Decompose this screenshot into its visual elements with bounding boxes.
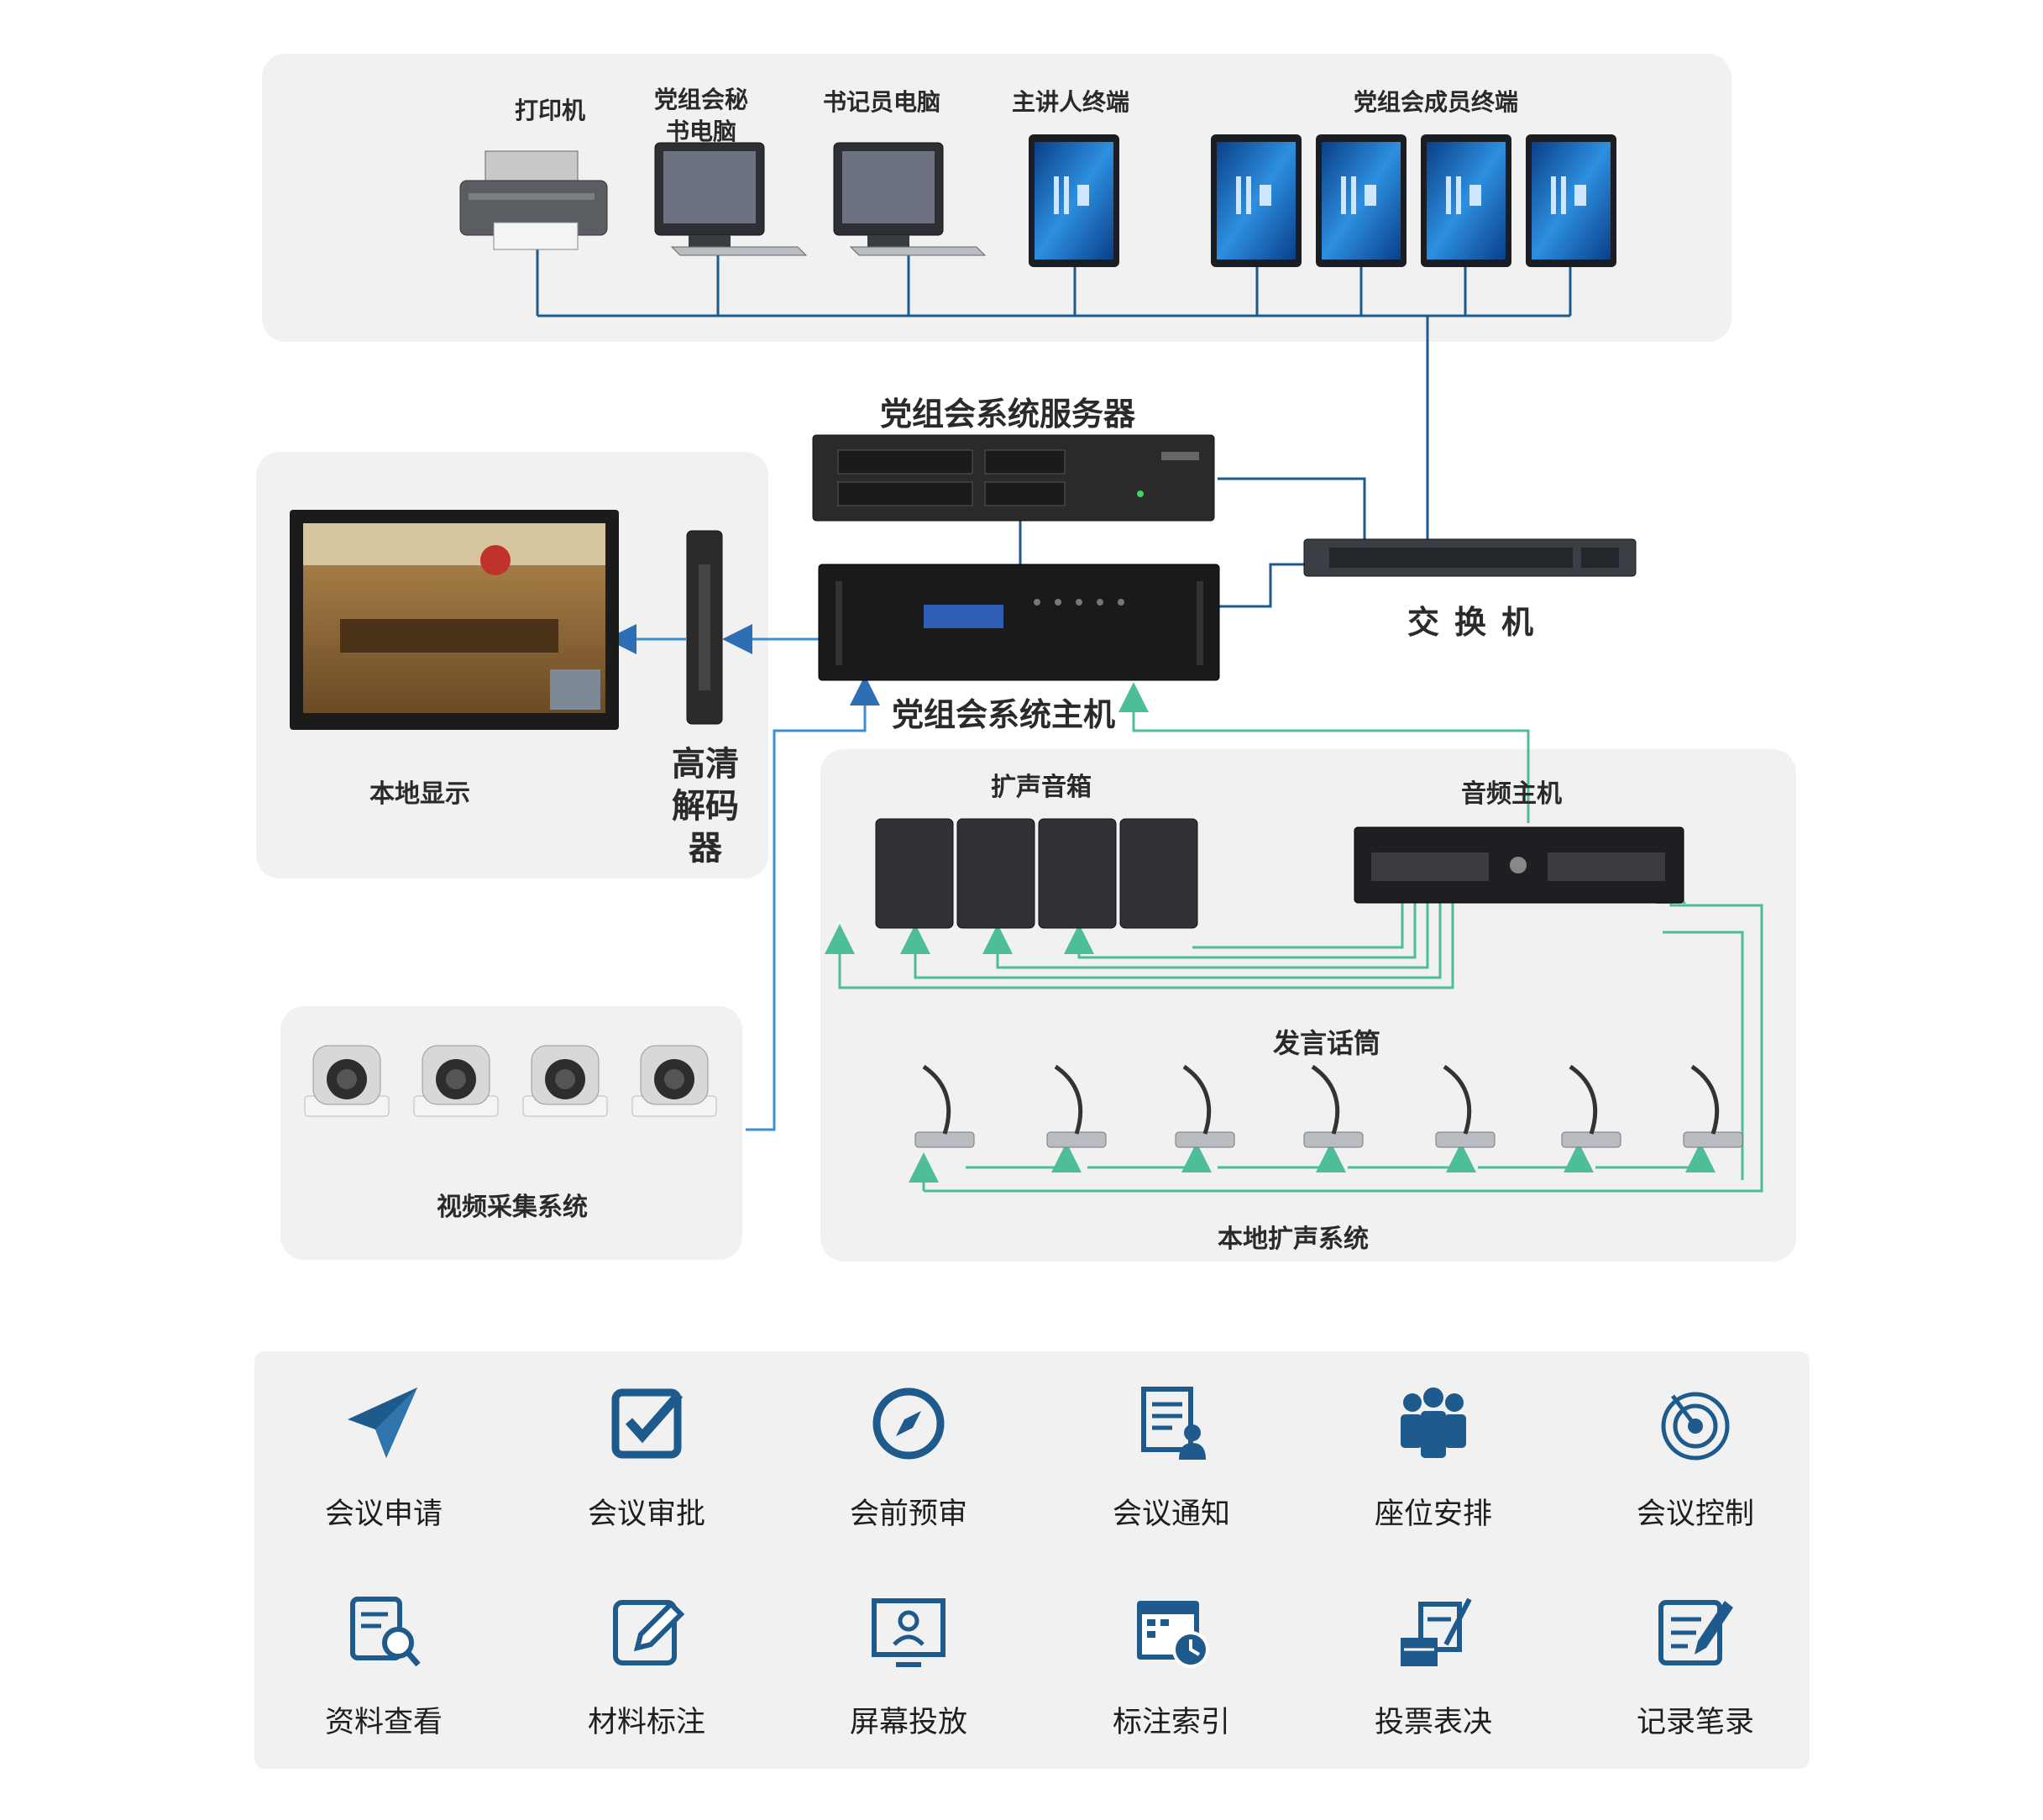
feature-label: 投票表决 — [1374, 1706, 1492, 1739]
decoder-label: 高清解码器 — [672, 744, 739, 868]
member-tablet — [1211, 134, 1302, 267]
member-tablet — [1526, 134, 1616, 267]
switch-label: 交换机 — [1407, 603, 1548, 641]
feature-screen-cast[interactable]: 屏幕投放 — [799, 1586, 1018, 1741]
calendar-clock-icon — [1125, 1586, 1218, 1678]
secretary-pc-device — [654, 142, 808, 256]
feature-label: 会前预审 — [849, 1497, 967, 1531]
feature-label: 材料标注 — [587, 1706, 705, 1739]
document-search-icon — [338, 1586, 430, 1678]
microphone-device — [1435, 1064, 1496, 1148]
server-label: 党组会系统服务器 — [879, 395, 1135, 433]
feature-label: 会议控制 — [1636, 1497, 1754, 1531]
microphone-device — [1303, 1064, 1364, 1148]
microphone-device — [1683, 1064, 1743, 1148]
feature-label: 座位安排 — [1374, 1497, 1492, 1531]
team-icon — [1387, 1377, 1480, 1470]
screen-user-icon — [862, 1586, 955, 1678]
microphone-device — [1175, 1064, 1235, 1148]
camera-device — [631, 1045, 717, 1117]
loudspeaker-device — [956, 818, 1035, 929]
decoder-device — [686, 530, 723, 725]
checkbox-icon — [600, 1377, 693, 1470]
feature-meeting-apply[interactable]: 会议申请 — [275, 1377, 493, 1533]
notice-user-icon — [1125, 1377, 1218, 1470]
audio-host-device — [1354, 826, 1684, 904]
feature-annotation-index[interactable]: 标注索引 — [1062, 1586, 1281, 1741]
local-display-label: 本地显示 — [369, 779, 470, 809]
microphone-device — [914, 1064, 975, 1148]
feature-pre-review[interactable]: 会前预审 — [799, 1377, 1018, 1533]
member-tablet — [1316, 134, 1407, 267]
microphone-device — [1046, 1064, 1107, 1148]
target-icon — [1649, 1377, 1742, 1470]
loudspeaker-device — [1038, 818, 1117, 929]
compass-icon — [862, 1377, 955, 1470]
microphones-label: 发言话筒 — [1272, 1027, 1380, 1059]
feature-label: 会议通知 — [1112, 1497, 1230, 1531]
feature-seating[interactable]: 座位安排 — [1324, 1377, 1543, 1533]
feature-label: 会议申请 — [324, 1497, 443, 1531]
printer-label: 打印机 — [514, 97, 585, 124]
printer-device — [459, 150, 608, 250]
feature-material-annotation[interactable]: 材料标注 — [537, 1586, 756, 1741]
vote-icon — [1387, 1586, 1480, 1678]
feature-document-view[interactable]: 资料查看 — [275, 1586, 493, 1741]
host-label: 党组会系统主机 — [891, 695, 1115, 733]
feature-label: 会议审批 — [587, 1497, 705, 1531]
feature-label: 记录笔录 — [1636, 1706, 1754, 1739]
server-device — [812, 434, 1215, 522]
microphone-device — [1561, 1064, 1621, 1148]
camera-device — [413, 1045, 499, 1117]
feature-label: 标注索引 — [1112, 1706, 1230, 1739]
feature-meeting-notice[interactable]: 会议通知 — [1062, 1377, 1281, 1533]
terminal-bus-lines — [536, 242, 1572, 608]
member-tablet — [1421, 134, 1511, 267]
note-pen-icon — [1649, 1586, 1742, 1678]
edit-icon — [600, 1586, 693, 1678]
feature-voting[interactable]: 投票表决 — [1324, 1586, 1543, 1741]
speaker-tablet — [1029, 134, 1119, 267]
loudspeaker-device — [1119, 818, 1198, 929]
display-device — [290, 510, 619, 730]
features-panel — [254, 1351, 1810, 1769]
paper-plane-icon — [338, 1377, 430, 1470]
camera-device — [304, 1045, 390, 1117]
camera-device — [522, 1045, 608, 1117]
clerk-pc-label: 书记员电脑 — [822, 88, 940, 116]
loudspeaker-device — [875, 818, 954, 929]
audio-host-label: 音频主机 — [1461, 779, 1562, 809]
member-terminals-label: 党组会成员终端 — [1353, 88, 1518, 116]
speaker-terminal-label: 主讲人终端 — [1011, 88, 1129, 116]
host-device — [818, 564, 1220, 681]
feature-record-notes[interactable]: 记录笔录 — [1586, 1586, 1805, 1741]
feature-meeting-control[interactable]: 会议控制 — [1586, 1377, 1805, 1533]
video-lines — [606, 624, 880, 1131]
local-pa-label: 本地扩声系统 — [1218, 1225, 1369, 1254]
switch-device — [1303, 538, 1637, 577]
feature-label: 屏幕投放 — [849, 1706, 967, 1739]
video-capture-label: 视频采集系统 — [437, 1193, 588, 1222]
secretary-pc-label: 党组会秘书电脑 — [653, 86, 748, 145]
speakers-label: 扩声音箱 — [991, 773, 1092, 802]
clerk-pc-device — [833, 142, 987, 256]
feature-meeting-approval[interactable]: 会议审批 — [537, 1377, 756, 1533]
feature-label: 资料查看 — [324, 1706, 443, 1739]
